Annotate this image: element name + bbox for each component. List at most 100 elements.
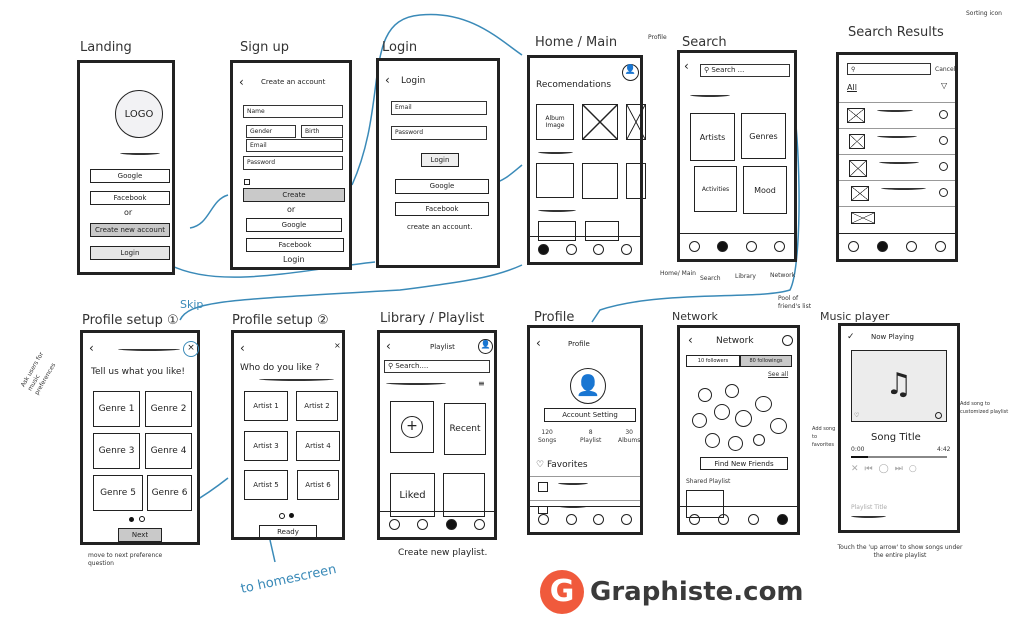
library-nav-icon[interactable] — [906, 241, 917, 252]
login-button[interactable]: Login — [90, 246, 170, 260]
password-field[interactable]: Password — [391, 126, 487, 140]
back-icon[interactable]: ‹ — [89, 341, 94, 355]
back-icon[interactable]: ‹ — [240, 341, 245, 355]
friend-avatar[interactable] — [753, 434, 765, 446]
friend-avatar[interactable] — [692, 413, 707, 428]
home-nav-icon[interactable] — [538, 244, 550, 255]
terms-checkbox[interactable] — [244, 179, 250, 185]
network-nav-icon[interactable] — [620, 244, 632, 255]
google-button[interactable]: Google — [90, 169, 170, 183]
login-button[interactable]: Login — [421, 153, 459, 167]
back-icon[interactable]: ‹ — [684, 59, 689, 73]
back-icon[interactable]: ‹ — [239, 75, 244, 89]
friend-avatar[interactable] — [705, 433, 720, 448]
home-nav-icon[interactable] — [388, 519, 400, 530]
email-field[interactable]: Email — [391, 101, 487, 115]
tile[interactable] — [536, 163, 574, 198]
network-nav-icon[interactable] — [474, 519, 486, 530]
tile[interactable] — [538, 221, 576, 241]
genres-tile[interactable]: Genres — [741, 113, 786, 159]
recent-tile[interactable]: Recent — [444, 403, 486, 455]
home-nav-icon[interactable] — [848, 241, 859, 252]
close-icon[interactable]: × — [183, 341, 199, 357]
friend-avatar[interactable] — [728, 436, 743, 451]
friend-avatar[interactable] — [725, 384, 739, 398]
create-account-button[interactable]: Create new account — [90, 223, 170, 237]
friend-avatar[interactable] — [755, 396, 772, 412]
sort-icon[interactable]: ▽ — [941, 81, 948, 90]
library-nav-icon[interactable] — [745, 241, 757, 252]
friend-avatar[interactable] — [714, 404, 730, 420]
collapse-icon[interactable]: ✓ — [847, 332, 855, 342]
google-button[interactable]: Google — [246, 218, 342, 232]
network-nav-icon[interactable] — [935, 241, 946, 252]
genre-option[interactable]: Genre 1 — [93, 391, 140, 427]
genre-option[interactable]: Genre 6 — [147, 475, 192, 511]
home-nav-icon[interactable] — [538, 514, 550, 525]
album-image[interactable]: Album Image — [536, 104, 574, 140]
home-nav-icon[interactable] — [689, 514, 701, 525]
avatar[interactable]: 👤 — [570, 368, 606, 404]
search-nav-icon[interactable] — [565, 244, 577, 255]
artist-option[interactable]: Artist 1 — [244, 391, 288, 421]
next-button[interactable]: Next — [118, 528, 162, 542]
email-field[interactable]: Email — [246, 139, 343, 152]
tile[interactable] — [582, 163, 618, 199]
shared-playlist-tile[interactable] — [686, 490, 724, 518]
search-input[interactable]: ⚲ Search.... — [384, 360, 490, 373]
profile-icon[interactable] — [782, 335, 793, 346]
find-friends-button[interactable]: Find New Friends — [700, 457, 788, 470]
genre-option[interactable]: Genre 3 — [93, 433, 140, 469]
result-row[interactable] — [839, 154, 955, 178]
artists-tile[interactable]: Artists — [690, 113, 735, 161]
search-input[interactable]: ⚲ Search ... — [700, 64, 790, 77]
activities-tile[interactable]: Activities — [694, 166, 737, 212]
playback-controls[interactable]: ✕⏮◯⏭○ — [851, 464, 923, 474]
friend-avatar[interactable] — [735, 410, 752, 427]
search-nav-icon[interactable] — [877, 241, 888, 252]
genre-option[interactable]: Genre 4 — [145, 433, 192, 469]
facebook-button[interactable]: Facebook — [395, 202, 489, 216]
friend-avatar[interactable] — [770, 418, 787, 434]
progress-bar[interactable] — [851, 456, 947, 458]
profile-icon[interactable]: 👤 — [478, 339, 493, 354]
friend-avatar[interactable] — [698, 388, 712, 402]
artist-option[interactable]: Artist 6 — [297, 470, 339, 500]
search-nav-icon[interactable] — [717, 241, 729, 252]
followers-tab[interactable]: 10 followers — [686, 355, 740, 367]
search-nav-icon[interactable] — [417, 519, 429, 530]
profile-icon[interactable]: 👤 — [622, 64, 639, 81]
favorite-icon[interactable]: ♡ — [854, 412, 860, 419]
album-placeholder[interactable] — [582, 104, 618, 140]
facebook-button[interactable]: Facebook — [246, 238, 344, 252]
menu-icon[interactable]: ≡ — [478, 379, 485, 388]
liked-tile[interactable]: Liked — [390, 473, 435, 517]
library-nav-icon[interactable] — [593, 244, 605, 255]
tile[interactable] — [585, 221, 619, 241]
mood-tile[interactable]: Mood — [743, 166, 787, 214]
network-nav-icon[interactable] — [774, 241, 786, 252]
back-icon[interactable]: ‹ — [385, 73, 390, 87]
search-input[interactable]: ⚲ — [847, 63, 931, 75]
network-nav-icon[interactable] — [620, 514, 632, 525]
back-icon[interactable]: ‹ — [536, 336, 541, 350]
artist-option[interactable]: Artist 2 — [296, 391, 338, 421]
create-playlist-tile[interactable]: + — [390, 401, 434, 453]
library-nav-icon[interactable] — [445, 519, 457, 530]
artist-option[interactable]: Artist 4 — [296, 431, 340, 461]
add-to-playlist-icon[interactable] — [935, 412, 942, 419]
tile[interactable] — [626, 163, 646, 199]
result-row[interactable] — [839, 206, 955, 230]
album-placeholder[interactable] — [626, 104, 646, 140]
artist-option[interactable]: Artist 3 — [244, 431, 288, 461]
search-nav-icon[interactable] — [565, 514, 577, 525]
google-button[interactable]: Google — [395, 179, 489, 194]
artist-option[interactable]: Artist 5 — [244, 470, 288, 500]
favorite-row[interactable] — [530, 476, 640, 500]
name-field[interactable]: Name — [243, 105, 343, 118]
facebook-button[interactable]: Facebook — [90, 191, 170, 205]
gender-field[interactable]: Gender — [246, 125, 296, 138]
playlist-tile[interactable] — [443, 473, 485, 517]
library-nav-icon[interactable] — [747, 514, 759, 525]
back-icon[interactable]: ‹ — [688, 333, 693, 347]
